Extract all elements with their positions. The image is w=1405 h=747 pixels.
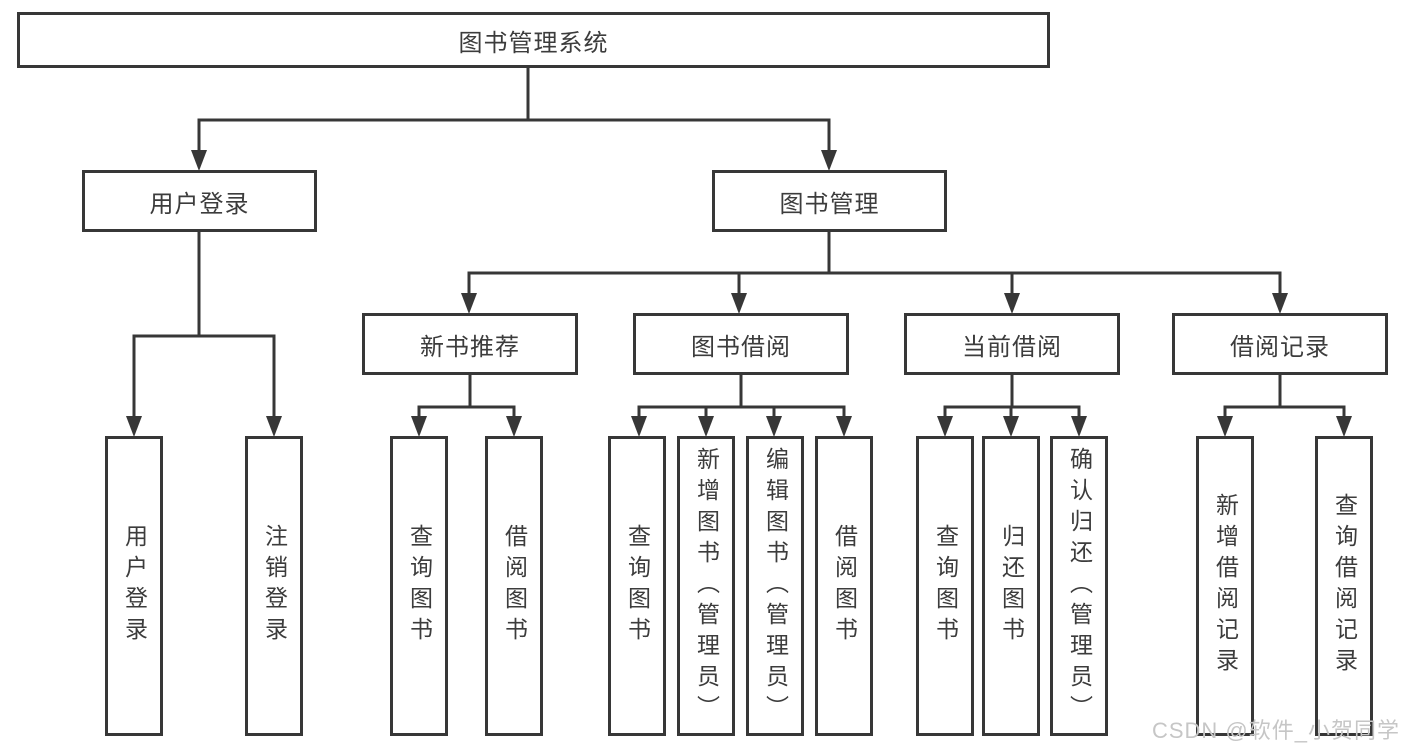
- leaf-add-book-admin: 新增图书（管理员）: [677, 436, 735, 736]
- node-new-book-recommend: 新书推荐: [362, 313, 578, 375]
- leaf-edit-book-admin: 编辑图书（管理员）: [746, 436, 804, 736]
- node-current-borrow: 当前借阅: [904, 313, 1120, 375]
- leaf-logout-label: 注销登录: [261, 524, 288, 648]
- leaf-edit-book-admin-label: 编辑图书（管理员）: [762, 446, 789, 726]
- node-user-login: 用户登录: [82, 170, 317, 232]
- leaf-add-book-admin-label: 新增图书（管理员）: [693, 446, 720, 726]
- node-book-management-label: 图书管理: [779, 190, 880, 218]
- leaf-query-books-recommend: 查询图书: [390, 436, 448, 736]
- node-book-borrow: 图书借阅: [633, 313, 849, 375]
- csdn-watermark: CSDN @软件_小贺同学: [1151, 718, 1400, 743]
- leaf-borrow-books: 借阅图书: [815, 436, 873, 736]
- node-user-login-label: 用户登录: [149, 190, 250, 218]
- leaf-query-books-recommend-label: 查询图书: [406, 524, 433, 648]
- leaf-user-login-label: 用户登录: [121, 524, 148, 648]
- leaf-borrow-books-recommend-label: 借阅图书: [501, 524, 528, 648]
- node-new-book-recommend-label: 新书推荐: [420, 333, 520, 361]
- leaf-add-borrow-record-label: 新增借阅记录: [1212, 493, 1239, 679]
- leaf-return-books: 归还图书: [982, 436, 1040, 736]
- leaf-confirm-return-admin-label: 确认归还（管理员）: [1066, 446, 1093, 726]
- node-book-management: 图书管理: [712, 170, 947, 232]
- node-root: 图书管理系统: [17, 12, 1050, 68]
- node-current-borrow-label: 当前借阅: [962, 333, 1062, 361]
- leaf-borrow-books-label: 借阅图书: [831, 524, 858, 648]
- leaf-confirm-return-admin: 确认归还（管理员）: [1050, 436, 1108, 736]
- leaf-user-login: 用户登录: [105, 436, 163, 736]
- leaf-query-borrow-record-label: 查询借阅记录: [1331, 493, 1358, 679]
- leaf-query-borrow-record: 查询借阅记录: [1315, 436, 1373, 736]
- leaf-add-borrow-record: 新增借阅记录: [1196, 436, 1254, 736]
- node-borrow-records: 借阅记录: [1172, 313, 1388, 375]
- node-borrow-records-label: 借阅记录: [1230, 333, 1330, 361]
- leaf-query-books-borrow: 查询图书: [608, 436, 666, 736]
- leaf-borrow-books-recommend: 借阅图书: [485, 436, 543, 736]
- leaf-query-books-current-label: 查询图书: [932, 524, 959, 648]
- leaf-logout: 注销登录: [245, 436, 303, 736]
- node-book-borrow-label: 图书借阅: [691, 333, 791, 361]
- leaf-query-books-current: 查询图书: [916, 436, 974, 736]
- node-root-label: 图书管理系统: [458, 29, 609, 57]
- leaf-query-books-borrow-label: 查询图书: [624, 524, 651, 648]
- leaf-return-books-label: 归还图书: [998, 524, 1025, 648]
